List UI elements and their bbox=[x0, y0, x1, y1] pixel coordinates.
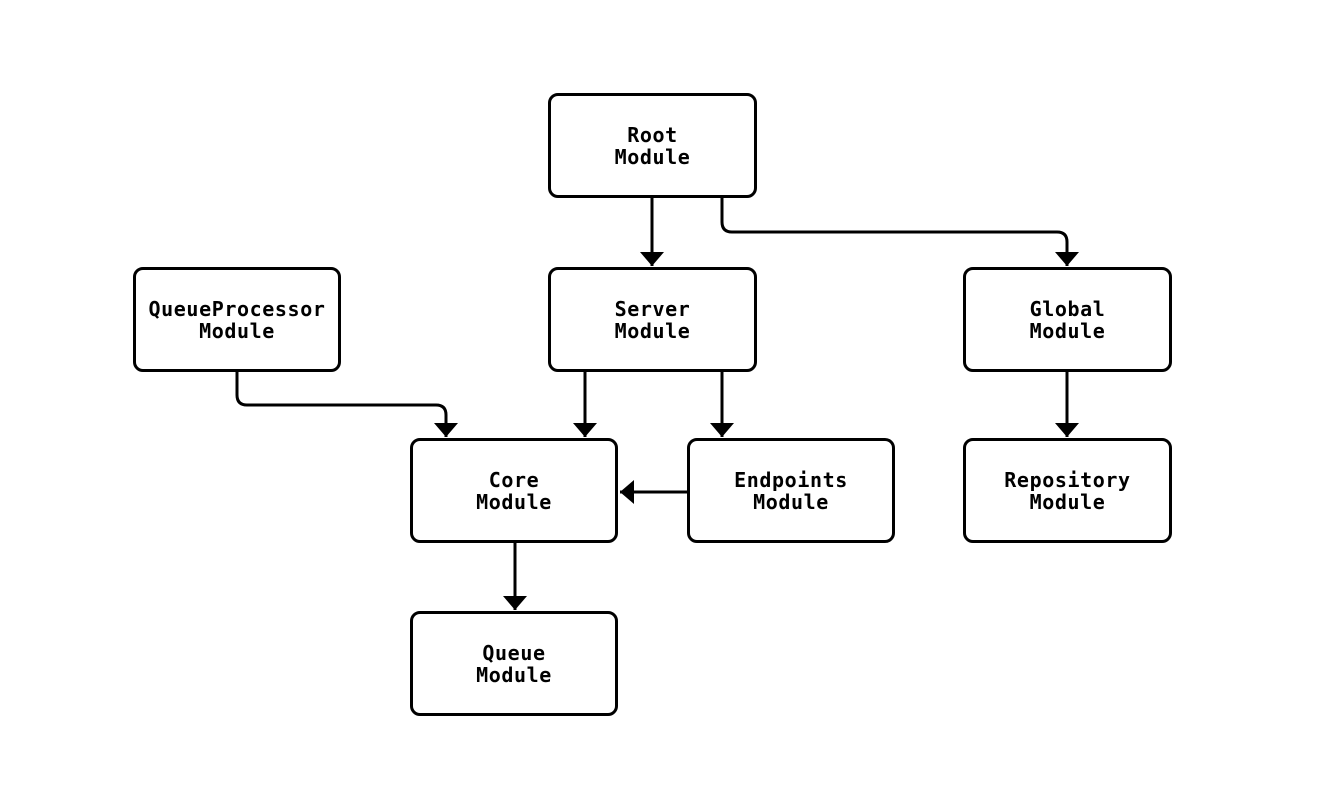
node-label-line: Repository bbox=[1004, 467, 1131, 492]
node-label-line: Module bbox=[753, 489, 829, 514]
node-label-line: Server bbox=[614, 296, 691, 321]
node-label-line: Module bbox=[199, 318, 275, 343]
node-label-line: Root bbox=[627, 122, 678, 147]
node-label-line: Core bbox=[488, 467, 540, 492]
node-label-line: Module bbox=[476, 489, 552, 514]
node-label-line: Module bbox=[1029, 489, 1106, 514]
node-label-line: Module bbox=[614, 318, 691, 343]
node-label-line: Module bbox=[476, 662, 552, 687]
node-label-line: QueueProcessor bbox=[148, 296, 326, 321]
node-label-line: Module bbox=[614, 144, 691, 169]
edge-queueprocessor-module-to-core-module bbox=[235, 372, 458, 437]
node-label-line: Module bbox=[1029, 318, 1106, 343]
node-label-line: Endpoints bbox=[734, 467, 848, 492]
node-label-line: Global bbox=[1029, 296, 1106, 321]
node-label-line: Queue bbox=[482, 640, 546, 665]
edge-root-module-to-global-module bbox=[720, 198, 1079, 266]
